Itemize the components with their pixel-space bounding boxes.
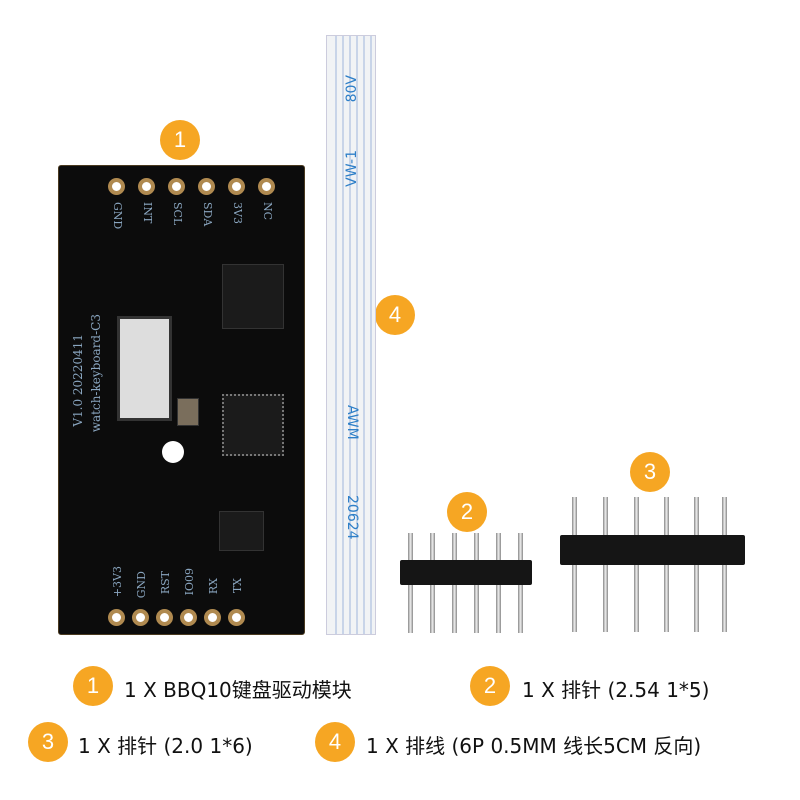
mcu-chip (222, 394, 284, 456)
legend-badge-4: 4 (315, 722, 355, 762)
legend-item-4: 1 X 排线 (6P 0.5MM 线长5CM 反向) (366, 734, 702, 758)
legend-badge-2: 2 (470, 666, 510, 706)
pin-hole (204, 609, 221, 626)
pin-hole (198, 178, 215, 195)
ribbon-print: 80V (344, 75, 360, 103)
pin-label: RX (207, 578, 220, 595)
fpc-connector (117, 316, 172, 421)
pin-label: +3V3 (111, 566, 124, 598)
pin-hole (228, 609, 245, 626)
pin-label: SCL (171, 202, 184, 226)
crystal (177, 398, 199, 426)
pin-hole (180, 609, 197, 626)
pin-hole (138, 178, 155, 195)
pin-hole (168, 178, 185, 195)
pin-hole (108, 609, 125, 626)
pin-label: SDA (201, 202, 214, 227)
keyboard-driver-module: GND INT SCL SDA 3V3 NC watch-keyboard-C3… (58, 165, 305, 635)
pin-hole (156, 609, 173, 626)
pin-label: 3V3 (231, 202, 244, 224)
callout-4: 4 (375, 295, 415, 335)
pin-hole (132, 609, 149, 626)
legend-badge-3: 3 (28, 722, 68, 762)
board-name: watch-keyboard-C3 (89, 314, 103, 433)
ribbon-print: 20624 (344, 495, 360, 540)
ribbon-print: VW-1 (344, 150, 360, 187)
legend-item-2: 1 X 排针 (2.54 1*5) (522, 678, 710, 702)
callout-2: 2 (447, 492, 487, 532)
pin-hole (108, 178, 125, 195)
pin-label: NC (261, 202, 274, 221)
legend-item-3: 1 X 排针 (2.0 1*6) (78, 734, 253, 758)
legend-item-1: 1 X BBQ10键盘驱动模块 (124, 678, 352, 702)
pin-hole (228, 178, 245, 195)
pin-label: TX (231, 578, 244, 594)
eeprom-chip (222, 264, 284, 329)
ffc-ribbon-cable (326, 35, 376, 635)
mounting-hole (162, 441, 184, 463)
pin-label: GND (135, 571, 148, 599)
callout-3: 3 (630, 452, 670, 492)
pin-label: GND (111, 202, 124, 230)
legend-badge-1: 1 (73, 666, 113, 706)
regulator (219, 511, 264, 551)
board-version: V1.0 20220411 (71, 334, 85, 427)
pin-label: RST (159, 571, 172, 595)
pin-label: INT (141, 202, 154, 224)
pin-hole (258, 178, 275, 195)
pin-label: IO09 (183, 568, 196, 596)
callout-1: 1 (160, 120, 200, 160)
ribbon-print: AWM (344, 405, 360, 440)
